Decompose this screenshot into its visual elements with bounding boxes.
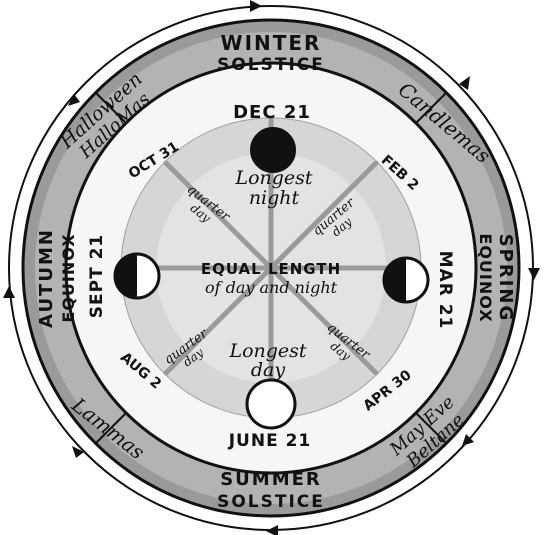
equinox-autumn-label: EQUINOX xyxy=(59,233,78,322)
equinox-spring-label: EQUINOX xyxy=(476,233,495,322)
summer-label: SUMMER xyxy=(220,469,322,490)
longest-day-line2: day xyxy=(251,359,285,381)
solstice-winter-label: SOLSTICE xyxy=(217,55,325,75)
longest-night-line2: night xyxy=(249,187,300,209)
half-moon-right-icon xyxy=(384,258,428,302)
half-moon-left-icon xyxy=(115,254,159,298)
sept-21-label: SEPT 21 xyxy=(87,234,107,319)
full-moon-icon xyxy=(247,380,295,428)
longest-night-line1: Longest xyxy=(234,167,312,189)
of-day-and-night-label: of day and night xyxy=(205,278,338,297)
mar-21-label: MAR 21 xyxy=(435,251,455,330)
equal-length-label: EQUAL LENGTH xyxy=(201,260,341,278)
june-21-label: JUNE 21 xyxy=(228,431,312,451)
dark-moon-icon xyxy=(251,128,295,172)
winter-label: WINTER xyxy=(221,31,322,55)
dec-21-label: DEC 21 xyxy=(233,102,311,123)
spring-label: SPRING xyxy=(495,234,516,323)
solstice-summer-label: SOLSTICE xyxy=(217,492,325,512)
autumn-label: AUTUMN xyxy=(36,228,57,328)
